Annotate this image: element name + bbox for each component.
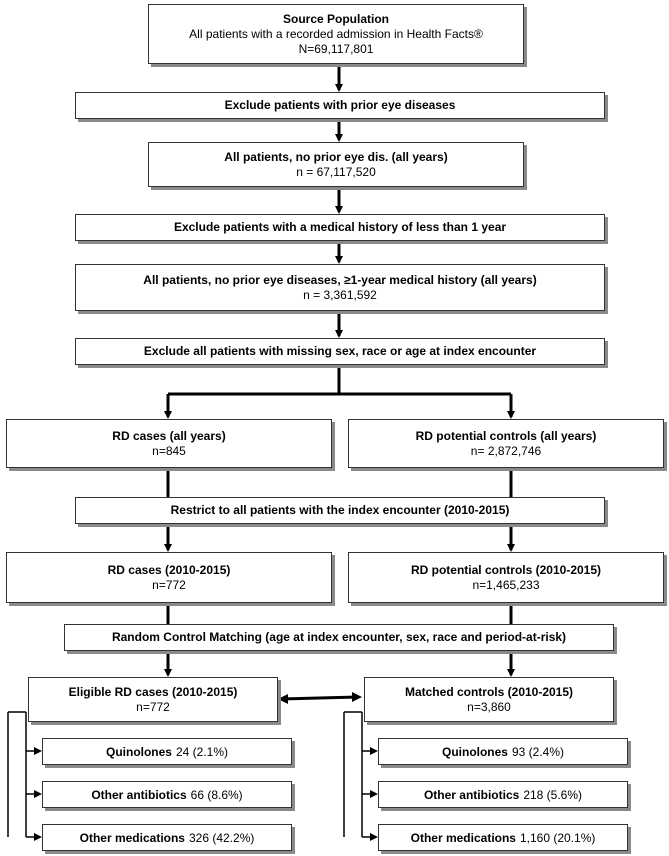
leaf-label: Other medications xyxy=(410,830,516,845)
history-count: n = 3,361,592 xyxy=(303,287,377,302)
source-count: N=69,117,801 xyxy=(298,41,374,56)
rd-cases-2010-box: RD cases (2010-2015) n=772 xyxy=(6,552,332,603)
exclude-missing-box: Exclude all patients with missing sex, r… xyxy=(75,338,605,365)
matching-label: Random Control Matching (age at index en… xyxy=(111,630,567,644)
leaf-value: 1,160 (20.1%) xyxy=(519,830,596,845)
leaf-value: 218 (5.6%) xyxy=(523,787,583,802)
exclude-eye-box: Exclude patients with prior eye diseases xyxy=(75,92,605,119)
rd-controls-2010-title: RD potential controls (2010-2015) xyxy=(410,562,602,577)
double-arrow-eligible-matched xyxy=(280,695,359,701)
history-box: All patients, no prior eye diseases, ≥1-… xyxy=(75,264,605,311)
leaf-value: 66 (8.6%) xyxy=(190,787,243,802)
leaf-label: Quinolones xyxy=(105,744,172,759)
matched-title: Matched controls (2010-2015) xyxy=(404,684,574,699)
restrict-label: Restrict to all patients with the index … xyxy=(170,503,510,517)
exclude-history-box: Exclude patients with a medical history … xyxy=(75,214,605,241)
history-title: All patients, no prior eye diseases, ≥1-… xyxy=(143,272,537,287)
case-leaf-other-medications: Other medications 326 (42.2%) xyxy=(42,824,292,851)
leaf-label: Other antibiotics xyxy=(423,787,520,802)
rd-cases-2010-count: n=772 xyxy=(152,577,186,592)
exclude-eye-label: Exclude patients with prior eye diseases xyxy=(224,98,456,112)
eligible-box: Eligible RD cases (2010-2015) n=772 xyxy=(28,677,278,722)
matched-box: Matched controls (2010-2015) n=3,860 xyxy=(364,677,614,722)
matched-count: n=3,860 xyxy=(467,699,511,714)
rd-controls-2010-count: n=1,465,233 xyxy=(472,577,540,592)
eligible-count: n=772 xyxy=(136,699,170,714)
no-eye-count: n = 67,117,520 xyxy=(296,164,376,179)
exclude-missing-label: Exclude all patients with missing sex, r… xyxy=(143,344,537,358)
leaf-label: Quinolones xyxy=(441,744,508,759)
matching-box: Random Control Matching (age at index en… xyxy=(64,624,614,651)
case-leaf-quinolones: Quinolones 24 (2.1%) xyxy=(42,738,292,765)
rd-controls-all-box: RD potential controls (all years) n= 2,8… xyxy=(348,419,664,468)
exclude-history-label: Exclude patients with a medical history … xyxy=(173,220,507,234)
no-eye-title: All patients, no prior eye dis. (all yea… xyxy=(224,149,448,164)
case-leaf-other-antibiotics: Other antibiotics 66 (8.6%) xyxy=(42,781,292,808)
rd-controls-2010-box: RD potential controls (2010-2015) n=1,46… xyxy=(348,552,664,603)
rd-cases-all-box: RD cases (all years) n=845 xyxy=(6,419,332,468)
control-leaf-other-antibiotics: Other antibiotics 218 (5.6%) xyxy=(378,781,628,808)
leaf-label: Other antibiotics xyxy=(91,787,187,802)
source-title: Source Population xyxy=(282,11,389,26)
source-population-box: Source Population All patients with a re… xyxy=(148,4,524,64)
rd-cases-all-title: RD cases (all years) xyxy=(112,428,226,443)
restrict-box: Restrict to all patients with the index … xyxy=(75,497,605,524)
leaf-value: 326 (42.2%) xyxy=(188,830,255,845)
leaf-value: 24 (2.1%) xyxy=(175,744,229,759)
leaf-label: Other medications xyxy=(79,830,185,845)
rd-cases-2010-title: RD cases (2010-2015) xyxy=(107,562,231,577)
rd-controls-all-title: RD potential controls (all years) xyxy=(415,428,597,443)
source-line1: All patients with a recorded admission i… xyxy=(189,26,483,41)
rd-controls-all-count: n= 2,872,746 xyxy=(470,443,542,458)
no-eye-box: All patients, no prior eye dis. (all yea… xyxy=(148,142,524,187)
rd-cases-all-count: n=845 xyxy=(152,443,186,458)
eligible-title: Eligible RD cases (2010-2015) xyxy=(68,684,238,699)
leaf-value: 93 (2.4%) xyxy=(511,744,565,759)
control-leaf-quinolones: Quinolones 93 (2.4%) xyxy=(378,738,628,765)
control-leaf-other-medications: Other medications 1,160 (20.1%) xyxy=(378,824,628,851)
